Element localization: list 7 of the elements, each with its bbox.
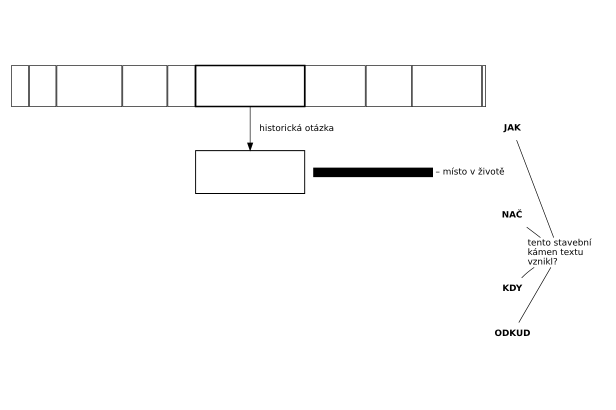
node-label: – místo v životě	[436, 167, 505, 178]
node-text: tento stavební kámen textu vznikl?	[528, 238, 592, 268]
node-text: ODKUD	[494, 328, 530, 338]
edge-label: historická otázka	[259, 124, 334, 134]
node-text: KDY	[502, 284, 522, 294]
node-text: JAK	[504, 122, 521, 133]
node-text: NAČ	[502, 210, 522, 220]
